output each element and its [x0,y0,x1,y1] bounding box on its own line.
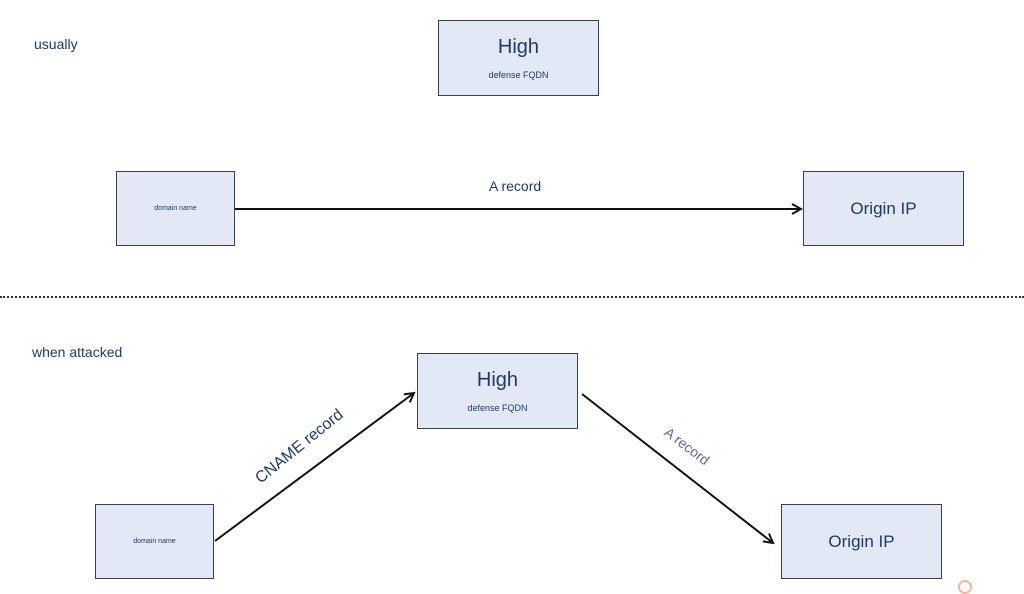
a-record-label-top: A record [489,178,542,194]
corner-accent-icon [958,580,972,594]
section-label-usually: usually [34,36,78,52]
cname-record-arrow [214,393,414,542]
high-defense-title: High [476,369,519,391]
origin-ip-box-bottom: Origin IP [781,504,942,579]
a-record-arrow-bottom [581,393,773,543]
high-defense-subtitle: defense FQDN [488,70,549,80]
high-defense-subtitle: defense FQDN [467,403,528,413]
origin-ip-box-top: Origin IP [803,171,964,246]
origin-ip-label: Origin IP [850,198,917,218]
domain-name-label: domain name [133,538,176,545]
domain-name-box-bottom: domain name [95,504,214,579]
high-defense-box-top: High defense FQDN [438,20,599,96]
origin-ip-label: Origin IP [828,531,895,551]
domain-name-label: domain name [154,205,197,212]
section-divider [0,296,1024,298]
high-defense-title: High [497,36,540,58]
high-defense-box-bottom: High defense FQDN [417,353,578,429]
section-label-when-attacked: when attacked [32,344,123,360]
domain-name-box-top: domain name [116,171,235,246]
